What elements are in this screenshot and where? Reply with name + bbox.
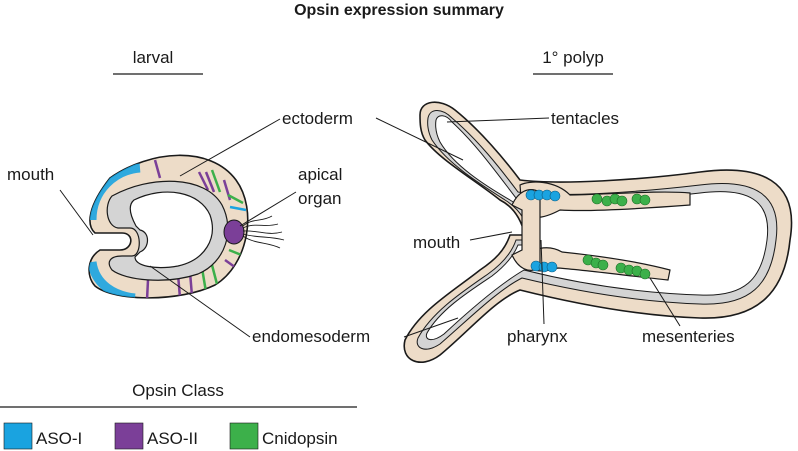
polyp-aso1-dots-upper [525, 189, 561, 202]
larval-heading: larval [133, 48, 174, 67]
legend-swatch-aso1 [3, 422, 33, 450]
polyp-cnidopsin-dots-lower [582, 254, 651, 280]
larval-leader-endomesoderm [149, 265, 251, 338]
figure-title: Opsin expression summary [294, 2, 504, 19]
polyp-heading: 1° polyp [542, 48, 604, 67]
larva-aso1-stripe [229, 205, 247, 212]
larval-label-apical-organ-2: organ [298, 189, 341, 208]
legend-label-aso2: ASO-II [147, 429, 198, 448]
polyp-cnidopsin-dots-upper [591, 193, 651, 207]
polyp-leader-ectoderm [375, 117, 464, 161]
polyp-leader-mesenteries [649, 277, 681, 327]
larval-leader-apical-organ [239, 191, 297, 227]
polyp-aso1-dots-lower [530, 260, 558, 273]
larva-aso2-stripe [153, 159, 162, 179]
larval-label-apical-organ-1: apical [298, 165, 342, 184]
larval-label-ectoderm: ectoderm [282, 109, 353, 128]
larval-label-mouth: mouth [7, 165, 54, 184]
larva-aso2-stripe [145, 279, 150, 298]
larva-aso2-stripe [197, 171, 210, 191]
larva-cnidopsin-stripe [210, 169, 222, 193]
polyp-label-pharynx: pharynx [507, 327, 568, 346]
legend-label-cnidopsin: Cnidopsin [262, 429, 338, 448]
larva-aso2-stripe [204, 171, 216, 193]
polyp-leader-mouth [469, 231, 513, 241]
legend-swatch-aso2 [114, 422, 144, 450]
legend-swatch-cnidopsin [229, 422, 259, 450]
polyp-panel: 1° polyp tentacles mouth [375, 48, 793, 364]
apical-organ [223, 219, 245, 245]
legend: Opsin Class ASO-I ASO-II Cnidopsin [0, 381, 357, 450]
apical-tuft [242, 215, 285, 249]
legend-label-aso1: ASO-I [36, 429, 82, 448]
legend-title: Opsin Class [132, 381, 224, 400]
larva-cnidopsin-stripe [227, 193, 244, 205]
polyp-label-mesenteries: mesenteries [642, 327, 735, 346]
larva-aso1-patch-top [89, 163, 141, 221]
polyp-label-tentacles: tentacles [551, 109, 619, 128]
polyp-leader-pharynx [540, 239, 545, 325]
larval-panel: larval [7, 48, 370, 346]
larval-label-endomesoderm: endomesoderm [252, 327, 370, 346]
larval-leader-ectoderm [179, 118, 281, 177]
polyp-leader-endomesoderm [403, 317, 459, 338]
pharynx [511, 189, 541, 271]
larval-leader-mouth [59, 189, 94, 236]
polyp-label-mouth: mouth [413, 233, 460, 252]
polyp-leader-tentacles [446, 117, 550, 123]
